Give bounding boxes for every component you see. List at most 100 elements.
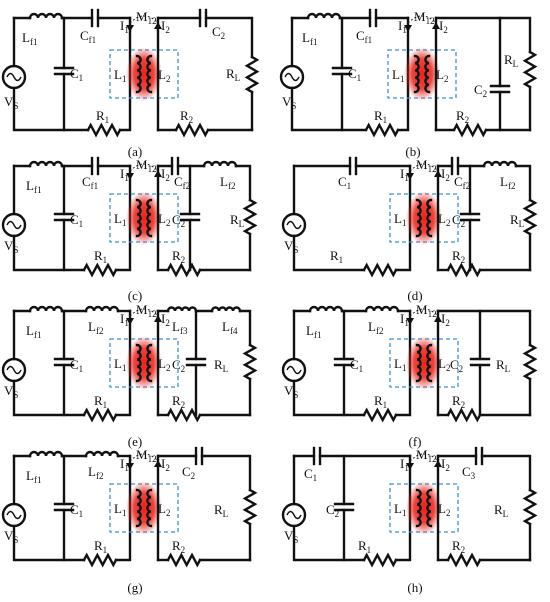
component-label: C2 [172,212,185,229]
label-subscript: S [13,245,18,255]
component-label: L1 [394,356,406,373]
wire [292,379,366,417]
label-main: V [4,528,14,543]
label-main: C [70,357,79,372]
label-main: L [222,319,230,334]
label-main: C [450,357,459,372]
label-subscript: S [13,390,18,400]
component-label: C1 [350,357,363,374]
inductor-icon [210,306,242,313]
inductor-icon [84,450,120,458]
inductor-icon [308,305,344,313]
ac-source-icon [1,357,27,383]
component-label: Lf2 [500,174,515,191]
component-label: VS [4,528,18,545]
ac-source-icon [281,502,307,528]
label-subscript: 2 [335,509,340,519]
resistor-icon [244,55,260,94]
component-label: Cf1 [80,28,96,45]
label-main: I [441,456,445,471]
resistor-icon [522,50,538,89]
label-main: L [22,30,30,45]
component-label: Lf2 [88,464,103,481]
label-main: L [436,67,444,82]
label-main: I [120,166,124,181]
component-label: RL [494,502,508,519]
label-subscript: 2 [181,219,186,229]
resistor-icon [364,122,400,138]
label-main: R [214,357,223,372]
label-main: R [510,212,519,227]
component-label: M12 [136,9,157,26]
label-main: I [441,166,445,181]
label-subscript: 2 [165,173,170,183]
mutual-arc [129,163,159,172]
label-main: V [4,383,14,398]
label-main: C [172,357,181,372]
label-subscript: f1 [314,330,322,340]
label-subscript: 12 [428,454,437,464]
label-main: L [438,356,446,371]
label-subscript: S [291,101,296,111]
resistor-icon [82,552,118,568]
label-main: C [174,174,183,189]
component-label: C1 [70,502,83,519]
label-subscript: 12 [148,164,157,174]
component-label: RL [496,357,510,374]
label-subscript: 1 [347,181,352,191]
component-label: L1 [114,67,126,84]
label-main: V [4,94,14,109]
label-subscript: S [293,245,298,255]
wire [238,309,252,347]
label-subscript: 2 [181,255,186,265]
inductor-icon [135,488,142,528]
panel-caption: (f) [409,434,422,449]
label-subscript: 1 [124,318,129,328]
wire [434,16,532,54]
label-main: L [114,356,122,371]
ac-source-icon [1,502,27,528]
wire [396,16,410,132]
label-main: C [452,212,461,227]
component-label: M12 [414,9,435,26]
component-label: C1 [304,466,317,483]
label-subscript: S [293,535,298,545]
label-subscript: 1 [402,25,407,35]
component-label: Lf1 [302,30,317,47]
component-label: VS [284,238,298,255]
label-subscript: 1 [122,508,127,518]
label-subscript: 2 [459,364,464,374]
label-main: L [158,356,166,371]
wire [394,164,412,272]
resistor-icon [82,262,118,278]
component-label: M12 [416,157,437,174]
component-label: C2 [212,24,225,41]
label-main: L [306,323,314,338]
label-main: C [212,24,221,39]
label-main: R [172,248,181,263]
component-label: L2 [436,67,448,84]
label-main: L [26,178,34,193]
label-main: R [214,502,223,517]
panel-caption: (g) [127,580,142,595]
label-subscript: 1 [402,508,407,518]
component-label: Lf3 [172,319,188,336]
label-subscript: 12 [148,16,157,26]
label-main: C [338,174,347,189]
inductor-icon [135,343,142,383]
ac-source-icon [281,357,307,383]
label-subscript: S [13,535,18,545]
resistor-icon [82,407,118,423]
resistor-icon [522,488,538,526]
label-main: C [356,28,365,43]
label-main: C [350,357,359,372]
label-main: L [158,67,166,82]
label-main: V [284,528,294,543]
resistor-icon [242,488,258,526]
inductor-icon [482,160,518,168]
label-subscript: 3 [471,471,476,481]
ac-source-icon [1,212,27,238]
label-subscript: 2 [191,471,196,481]
